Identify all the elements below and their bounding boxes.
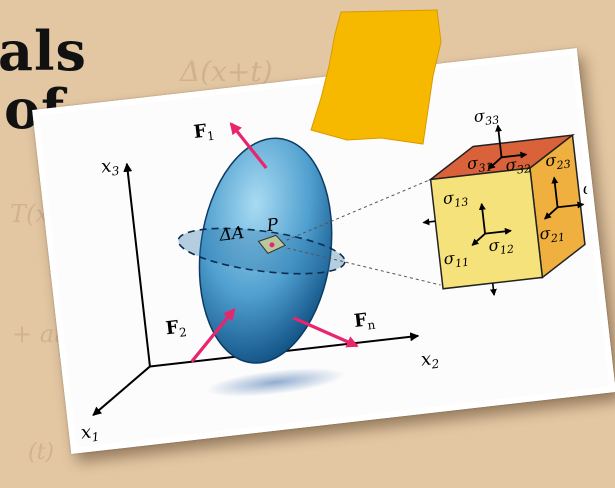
x1-axis-label: x1 <box>80 421 100 446</box>
slide-title-line-1: als <box>0 19 87 83</box>
stress-23-label: σ23 <box>544 149 571 174</box>
stress-diagram: x3 x2 x1 ΔA P F1 F2 Fn <box>80 104 609 446</box>
delta-a-label: ΔA <box>217 223 245 246</box>
background-scribble: (t) <box>28 440 55 465</box>
projection-line-top <box>286 179 431 241</box>
force-f2-label: F2 <box>165 316 188 341</box>
cube-left-arrow <box>422 218 436 226</box>
force-fn-arrow <box>292 316 359 348</box>
stress-33-label: σ33 <box>473 104 500 129</box>
stress-32-label: σ32 <box>504 153 531 178</box>
diagram-card: x3 x2 x1 ΔA P F1 F2 Fn <box>32 48 615 454</box>
stress-22-arrow <box>557 201 585 209</box>
stress-13-label: σ13 <box>442 186 469 211</box>
projection-line-bottom <box>287 247 441 286</box>
stress-22-label: σ22 <box>582 177 609 202</box>
stress-33-arrow <box>495 124 503 158</box>
stress-23-arrow <box>551 176 559 208</box>
force-fn-label: Fn <box>353 309 376 334</box>
cube-bottom-arrow <box>489 283 497 297</box>
force-f2-arrow <box>190 308 236 363</box>
stress-13-arrow <box>478 202 486 234</box>
cross-section-plane <box>177 227 346 275</box>
x3-axis <box>123 162 151 367</box>
force-f1-label: F1 <box>193 120 216 145</box>
background-scribble: Δ(x+t) <box>180 55 273 88</box>
stress-12-arrow <box>484 227 512 235</box>
x1-axis <box>92 365 151 416</box>
background-scribble: + at <box>12 320 64 348</box>
tape-strip <box>310 9 442 145</box>
x2-axis-label: x2 <box>420 348 440 373</box>
force-f1-arrow <box>229 122 268 170</box>
stress-31-label: σ31 <box>466 151 493 176</box>
point-p-label: P <box>265 215 280 236</box>
point-p-marker <box>269 242 275 248</box>
stress-11-label: σ11 <box>443 247 470 272</box>
cube-front-face <box>429 167 544 290</box>
ellipsoid-shadow <box>205 368 346 397</box>
stress-11-arrow <box>471 232 486 246</box>
stress-32-arrow <box>501 151 528 159</box>
stress-21-arrow <box>544 206 559 220</box>
stress-12-label: σ12 <box>487 234 514 259</box>
stress-21-label: σ21 <box>538 222 565 247</box>
stress-31-arrow <box>488 156 503 170</box>
x3-axis-label: x3 <box>100 155 121 180</box>
